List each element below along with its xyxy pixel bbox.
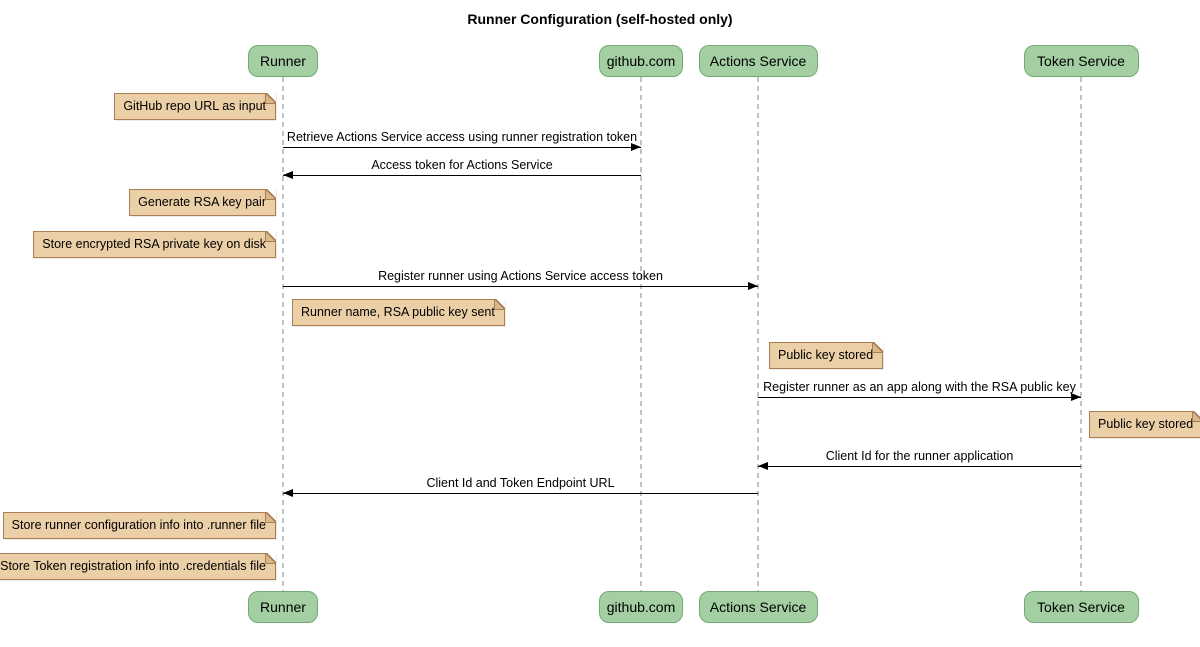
- note: Runner name, RSA public key sent: [292, 299, 505, 326]
- note: Public key stored: [769, 342, 884, 369]
- note-fold-corner-icon: [872, 342, 884, 353]
- note-text: Public key stored: [1098, 417, 1194, 431]
- note-text: Generate RSA key pair: [138, 195, 266, 209]
- note-fold-corner-icon: [265, 512, 276, 523]
- lifeline-github: [640, 77, 642, 591]
- note: GitHub repo URL as input: [114, 93, 276, 120]
- note: Generate RSA key pair: [129, 189, 276, 216]
- participant-actions-top: Actions Service: [698, 45, 818, 77]
- message-line: [283, 175, 641, 176]
- message-arrowhead-icon: [748, 282, 758, 290]
- lifeline-token: [1080, 77, 1082, 591]
- note-fold-corner-icon: [493, 299, 505, 310]
- message-arrowhead-icon: [631, 143, 641, 151]
- note-fold-corner-icon: [1192, 411, 1200, 422]
- participant-github-top: github.com: [599, 45, 683, 77]
- message-line: [283, 493, 758, 494]
- note-fold-corner-icon: [265, 553, 276, 564]
- message-arrowhead-icon: [283, 171, 293, 179]
- note-text: Runner name, RSA public key sent: [301, 305, 495, 319]
- note-text: Store Token registration info into .cred…: [0, 559, 266, 573]
- message-label: Client Id and Token Endpoint URL: [426, 476, 615, 490]
- participant-github-bottom: github.com: [599, 591, 683, 623]
- lifeline-actions: [757, 77, 759, 591]
- message-arrowhead-icon: [758, 462, 768, 470]
- note: Store Token registration info into .cred…: [0, 553, 276, 580]
- participant-actions-bottom: Actions Service: [698, 591, 818, 623]
- message-label: Register runner using Actions Service ac…: [378, 269, 663, 283]
- note: Public key stored: [1089, 411, 1200, 438]
- participant-token-bottom: Token Service: [1023, 591, 1139, 623]
- diagram-title: Runner Configuration (self-hosted only): [467, 11, 733, 27]
- message-label: Retrieve Actions Service access using ru…: [286, 130, 638, 144]
- message-line: [283, 147, 641, 148]
- note-text: GitHub repo URL as input: [123, 99, 266, 113]
- message-label: Client Id for the runner application: [825, 449, 1014, 463]
- message-arrowhead-icon: [283, 489, 293, 497]
- note-text: Public key stored: [778, 348, 874, 362]
- lifeline-runner: [282, 77, 284, 591]
- message-arrowhead-icon: [1071, 393, 1081, 401]
- message-line: [283, 286, 758, 287]
- participant-runner-top: Runner: [248, 45, 318, 77]
- message-label: Access token for Actions Service: [371, 158, 553, 172]
- participant-token-top: Token Service: [1023, 45, 1139, 77]
- participant-runner-bottom: Runner: [248, 591, 318, 623]
- note-fold-corner-icon: [265, 93, 276, 104]
- message-line: [758, 466, 1081, 467]
- note-text: Store encrypted RSA private key on disk: [42, 237, 266, 251]
- note: Store runner configuration info into .ru…: [2, 512, 276, 539]
- note-fold-corner-icon: [265, 231, 276, 242]
- note: Store encrypted RSA private key on disk: [33, 231, 276, 258]
- note-fold-corner-icon: [265, 189, 276, 200]
- message-line: [758, 397, 1081, 398]
- note-text: Store runner configuration info into .ru…: [11, 518, 266, 532]
- message-label: Register runner as an app along with the…: [763, 380, 1076, 394]
